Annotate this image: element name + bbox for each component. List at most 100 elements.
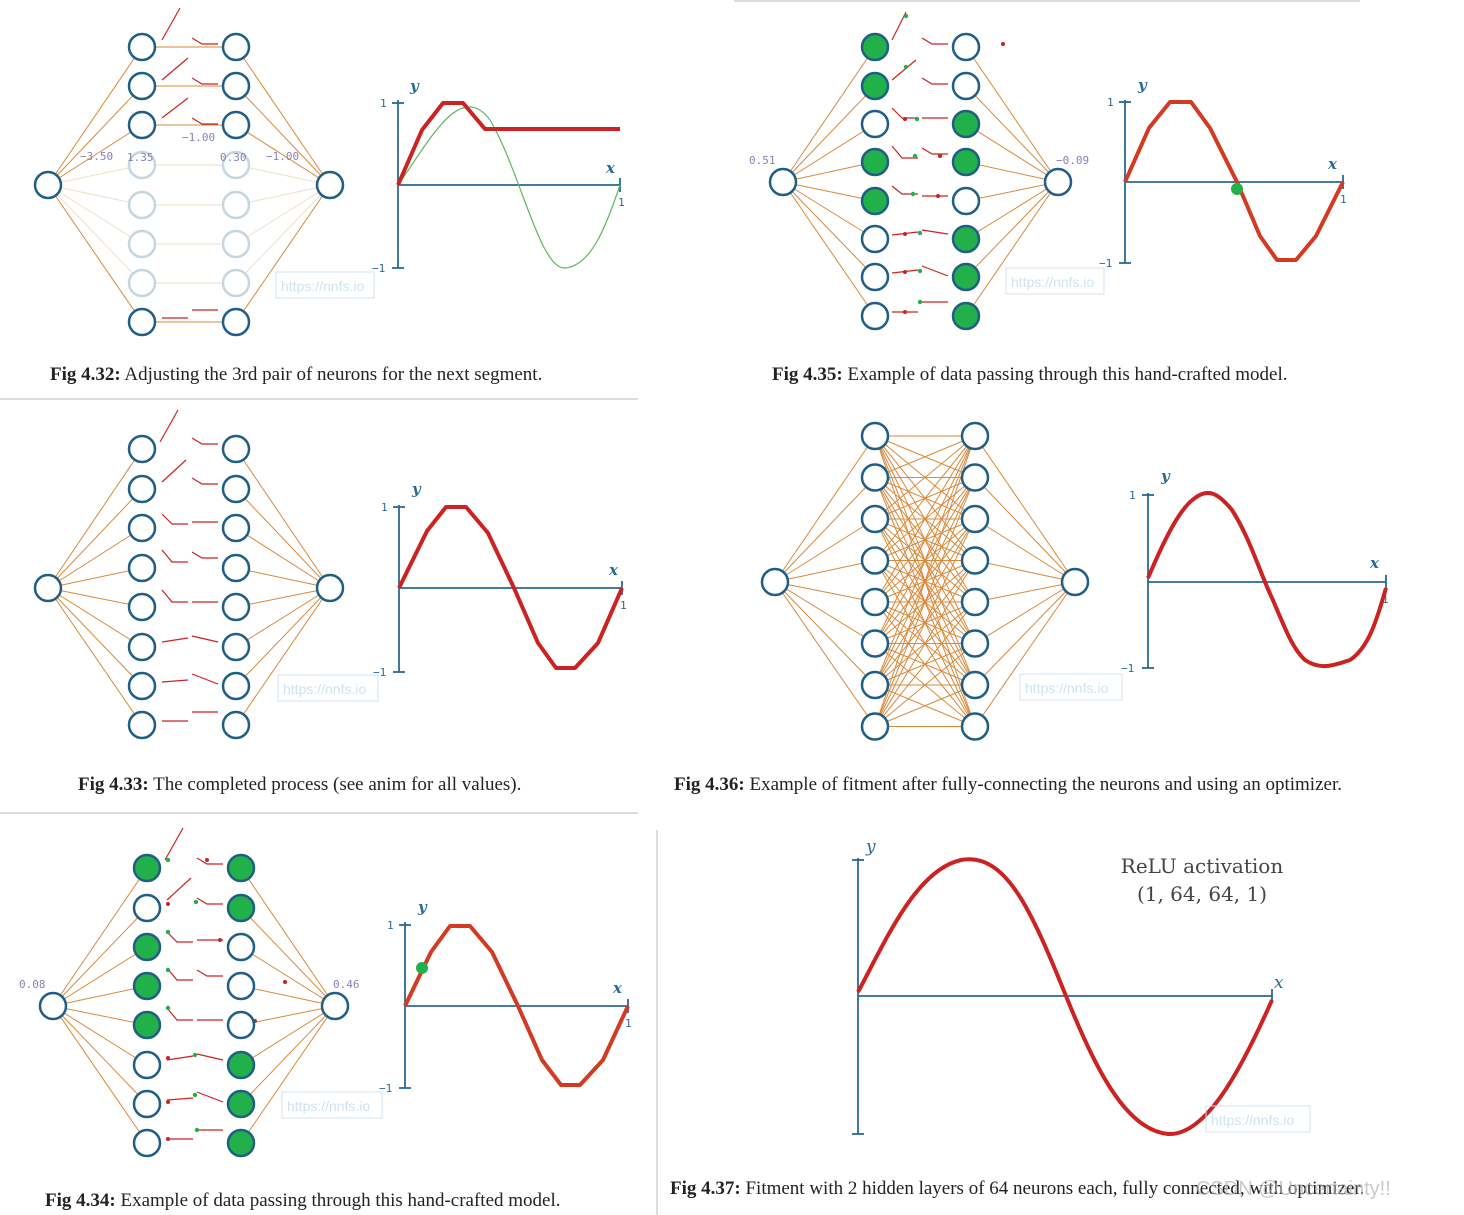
hidden-neuron — [226, 932, 256, 962]
network-diagram — [33, 409, 345, 740]
hidden-neuron — [221, 474, 251, 504]
x-axis-label: x — [1327, 155, 1338, 173]
relu-mini-plots — [164, 827, 224, 1140]
url-watermark-box — [1019, 673, 1123, 701]
weight-label: 0.30 — [220, 151, 247, 164]
hidden-neuron — [860, 546, 890, 575]
y-tick-label: −1 — [1099, 257, 1112, 270]
hidden-neuron — [127, 553, 157, 583]
hidden-neuron-active — [951, 109, 981, 139]
hidden-neuron-active — [132, 932, 162, 962]
x-tick-label: 1 — [620, 599, 627, 612]
hidden-neuron — [960, 712, 990, 741]
hidden-neuron — [127, 110, 157, 140]
output-value: −0.09 — [1056, 154, 1089, 167]
y-tick-label: −1 — [379, 1082, 392, 1095]
hidden-neuron — [860, 301, 890, 331]
activation-dots — [165, 857, 200, 1133]
faded-nodes — [127, 150, 251, 298]
hidden-neuron — [127, 671, 157, 701]
url-watermark: https://nnfs.io — [287, 1098, 370, 1114]
hidden-neuron-active — [860, 71, 890, 101]
hidden-neuron — [221, 710, 251, 740]
hidden-neuron-active — [132, 971, 162, 1001]
hidden-neuron — [132, 893, 162, 923]
x-tick-label: 1 — [618, 196, 625, 209]
hidden-neuron — [127, 513, 157, 543]
faded-edges — [47, 164, 331, 284]
hidden-neuron — [960, 463, 990, 492]
figure-caption: Fig 4.37: Fitment with 2 hidden layers o… — [670, 1178, 1365, 1199]
figure-panel-4-34: 0.08 0.46 y x 1 −1 1 https://n — [0, 812, 640, 1215]
function-plot: y x 1 −1 1 https://nnfs.io — [277, 480, 627, 702]
network-nodes — [33, 434, 345, 740]
hidden-neuron — [960, 546, 990, 575]
hidden-neuron — [860, 224, 890, 254]
figure-4-33-graphic: y x 1 −1 1 https://nnfs.io — [33, 409, 627, 740]
relu-mini-plots — [161, 7, 218, 319]
network-nodes — [33, 32, 345, 337]
hidden-neuron — [226, 971, 256, 1001]
hidden-neuron-active — [951, 224, 981, 254]
hidden-neuron-active — [860, 147, 890, 177]
activation-dots-red — [166, 858, 287, 1141]
output-neuron — [1043, 167, 1073, 197]
annotation-line-2: (1, 64, 64, 1) — [1137, 882, 1267, 906]
hidden-neuron — [127, 710, 157, 740]
hidden-neuron — [221, 513, 251, 543]
hidden-neuron — [951, 71, 981, 101]
url-watermark: https://nnfs.io — [1025, 680, 1108, 696]
y-axis-label: y — [417, 898, 428, 916]
hidden-neuron — [127, 632, 157, 662]
hidden-neuron-active — [951, 301, 981, 331]
target-sine-curve — [397, 106, 621, 269]
url-watermark: https://nnfs.io — [283, 681, 366, 697]
hidden-neuron — [860, 463, 890, 492]
hidden-neuron-active — [226, 1128, 256, 1158]
fitted-curve — [396, 101, 620, 186]
url-watermark: https://nnfs.io — [1211, 1112, 1294, 1128]
y-tick-label: −1 — [372, 262, 385, 275]
hidden-neuron — [221, 307, 251, 337]
network-edges — [782, 46, 1059, 317]
hidden-neuron — [127, 307, 157, 337]
y-tick-label: −1 — [373, 666, 386, 679]
input-value: 0.51 — [749, 154, 776, 167]
x-axis-label: x — [608, 561, 619, 579]
hidden-neuron — [960, 629, 990, 658]
figure-4-34-graphic: 0.08 0.46 y x 1 −1 1 https://n — [19, 827, 632, 1158]
y-tick-label: 1 — [1107, 96, 1114, 109]
input-neuron — [38, 991, 68, 1021]
hidden-neuron — [221, 32, 251, 62]
hidden-neuron — [221, 434, 251, 464]
input-value: 0.08 — [19, 978, 46, 991]
current-sample-marker — [416, 962, 428, 974]
x-axis-label: x — [1369, 554, 1380, 572]
network-diagram: 0.51 −0.09 — [749, 11, 1089, 331]
weight-label: −1.00 — [266, 150, 299, 163]
figure-panel-4-37: y x ReLU activation (1, 64, 64, 1) https… — [656, 830, 1464, 1215]
hidden-neuron-active — [226, 1089, 256, 1119]
hidden-neuron — [860, 504, 890, 534]
hidden-neuron — [860, 587, 890, 617]
input-neuron — [768, 167, 798, 197]
hidden-neuron-active — [132, 853, 162, 883]
x-axis-label: x — [1274, 973, 1284, 993]
y-axis-label: y — [865, 837, 876, 857]
network-diagram: 0.08 0.46 — [19, 827, 360, 1158]
hidden-neuron-active — [860, 32, 890, 62]
hidden-neuron — [951, 186, 981, 216]
weight-labels: −3.50 1.35 −1.00 0.30 −1.00 — [80, 131, 299, 164]
x-tick-label: 1 — [1340, 193, 1347, 206]
hidden-neuron-active — [226, 1050, 256, 1080]
network-nodes — [760, 421, 1090, 741]
hidden-neuron — [221, 592, 251, 622]
figure-4-35-graphic: 0.51 −0.09 y x 1 −1 1 https:// — [749, 11, 1347, 331]
y-axis-label: y — [1137, 76, 1148, 94]
hidden-neuron — [132, 1050, 162, 1080]
hidden-neuron — [221, 71, 251, 101]
hidden-neuron — [132, 1128, 162, 1158]
hidden-neuron — [951, 32, 981, 62]
x-tick-label: 1 — [1382, 593, 1389, 606]
x-axis-label: x — [605, 159, 616, 177]
